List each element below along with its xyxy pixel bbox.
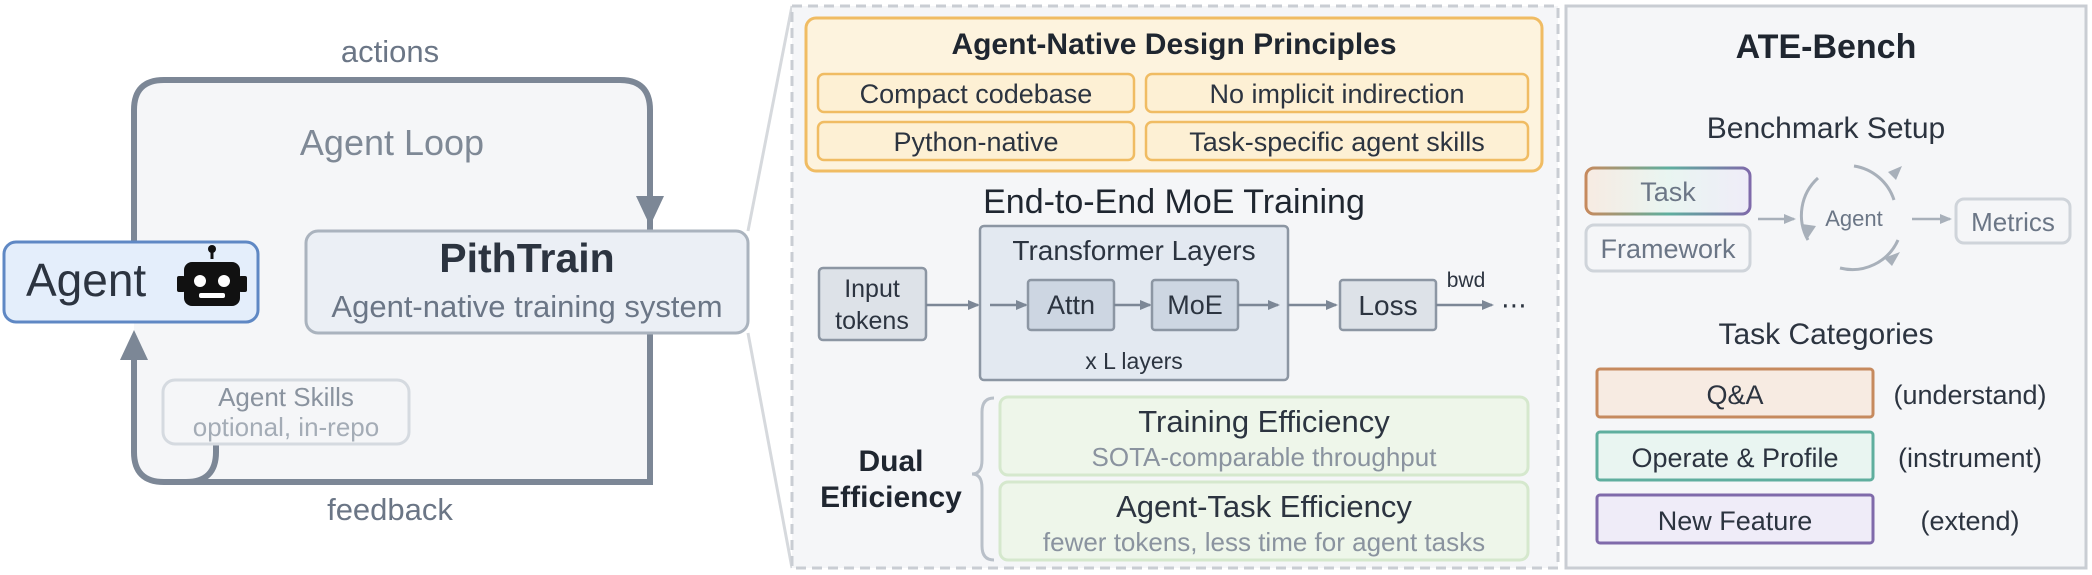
zoom-line-top [746, 5, 794, 232]
agent-skills-subtitle: optional, in-repo [193, 412, 379, 442]
input-tokens-label: Input [844, 275, 900, 303]
category-new-feature-box [1595, 493, 1875, 545]
task-categories-title: Task Categories [1718, 318, 1933, 351]
layers-note: x L layers [1085, 348, 1183, 374]
benchmark-setup-title: Benchmark Setup [1707, 112, 1945, 145]
agent-skills-box [161, 378, 411, 446]
transformer-layers-title: Transformer Layers [1012, 235, 1255, 266]
actions-label: actions [341, 34, 439, 69]
robot-icon [177, 245, 247, 306]
agent-skills-title: Agent Skills [218, 382, 354, 412]
agent-loop-panel: actions Agent Loop Agent PithTrain Agent… [2, 34, 750, 527]
ellipsis-label: ⋯ [1501, 290, 1527, 320]
transformer-layers-box [978, 224, 1290, 382]
loop-down-arrowhead [636, 196, 664, 226]
loop-title: Agent Loop [300, 122, 484, 163]
category-label: Q&A [1706, 380, 1763, 410]
principle-label: No implicit indirection [1209, 79, 1464, 109]
dual-efficiency-title: Efficiency [820, 481, 962, 514]
agent-task-efficiency-title: Agent-Task Efficiency [1116, 489, 1412, 524]
agent-cycle-icon [1799, 164, 1902, 272]
principles-title: Agent-Native Design Principles [951, 28, 1396, 61]
dual-efficiency-section: Dual Efficiency Training Efficiency SOTA… [820, 395, 1530, 562]
category-label: Operate & Profile [1631, 443, 1838, 473]
principle-chip [1144, 72, 1530, 114]
task-label: Task [1640, 177, 1696, 207]
principle-chip [816, 72, 1136, 114]
category-note: (instrument) [1898, 443, 2042, 473]
agent-task-efficiency-box [998, 480, 1530, 562]
attn-label: Attn [1047, 290, 1095, 320]
framework-label: Framework [1600, 234, 1736, 264]
principle-label: Task-specific agent skills [1189, 127, 1485, 157]
task-categories-section: Task Categories Q&A (understand) Operate… [1595, 318, 2047, 545]
bwd-label: bwd [1447, 269, 1486, 292]
training-section: End-to-End MoE Training Input tokens Tra… [817, 183, 1527, 382]
pithtrain-box [304, 229, 750, 335]
ate-bench-panel [1564, 4, 2088, 570]
training-title: End-to-End MoE Training [983, 183, 1365, 221]
moe-label: MoE [1167, 290, 1223, 320]
metrics-label: Metrics [1971, 207, 2055, 237]
metrics-chip [1954, 197, 2072, 245]
category-qa-box [1595, 367, 1875, 419]
principles-section: Agent-Native Design Principles Compact c… [804, 16, 1544, 173]
loop-up-arrowhead [120, 330, 148, 360]
training-efficiency-subtitle: SOTA-comparable throughput [1092, 442, 1438, 472]
feedback-label: feedback [327, 492, 453, 527]
loss-label: Loss [1358, 290, 1417, 321]
benchmark-setup-section: Benchmark Setup Task Framework Agent [1584, 112, 2072, 273]
agent-task-efficiency-subtitle: fewer tokens, less time for agent tasks [1043, 527, 1485, 557]
framework-chip [1584, 223, 1752, 273]
agent-label: Agent [26, 254, 146, 306]
pithtrain-subtitle: Agent-native training system [331, 289, 722, 324]
dual-efficiency-title: Dual [858, 445, 923, 478]
input-tokens-label: tokens [835, 307, 909, 335]
category-note: (understand) [1893, 380, 2046, 410]
category-operate-box [1595, 430, 1875, 482]
agent-cycle-label: Agent [1825, 206, 1883, 231]
principle-label: Python-native [893, 127, 1058, 157]
task-chip [1584, 166, 1752, 216]
skills-connector [185, 440, 219, 485]
training-efficiency-box [998, 395, 1530, 477]
category-note: (extend) [1920, 506, 2019, 536]
principle-label: Compact codebase [860, 79, 1093, 109]
dual-brace [971, 396, 995, 562]
zoom-line-bottom [746, 332, 794, 569]
pithtrain-title: PithTrain [439, 235, 614, 281]
principle-chip [1144, 120, 1530, 162]
training-efficiency-title: Training Efficiency [1138, 404, 1390, 439]
ate-bench-title: ATE-Bench [1736, 28, 1917, 66]
category-label: New Feature [1658, 506, 1813, 536]
principle-chip [816, 120, 1136, 162]
